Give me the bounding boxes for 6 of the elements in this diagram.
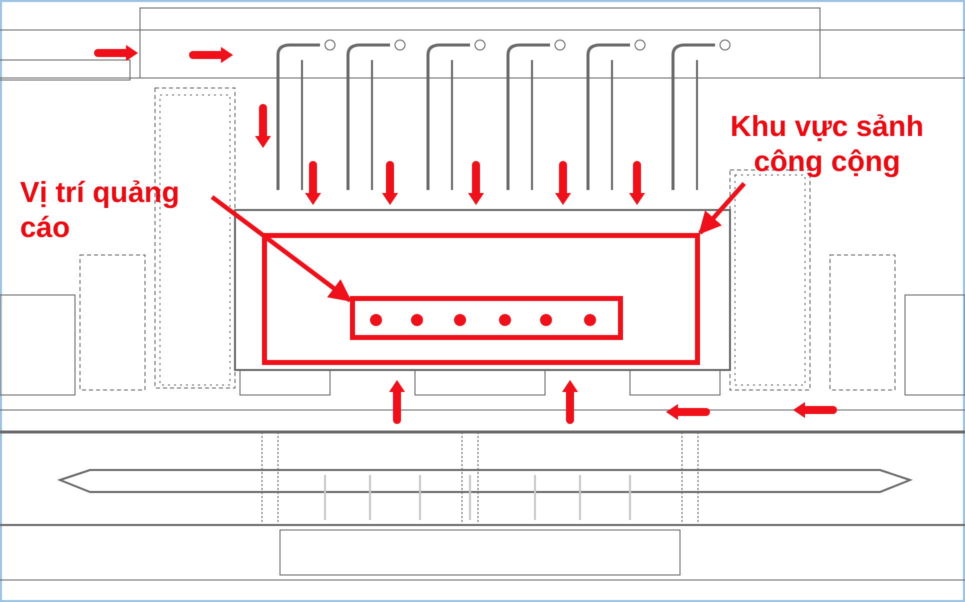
callout-label: Vị trí quảng cáo bbox=[20, 176, 220, 246]
highlight-outline bbox=[350, 296, 623, 340]
leader-line bbox=[210, 195, 352, 302]
area-outline bbox=[262, 233, 700, 365]
leader-line bbox=[698, 182, 746, 235]
callout-label: Khu vực sảnh công cộng bbox=[712, 110, 942, 180]
